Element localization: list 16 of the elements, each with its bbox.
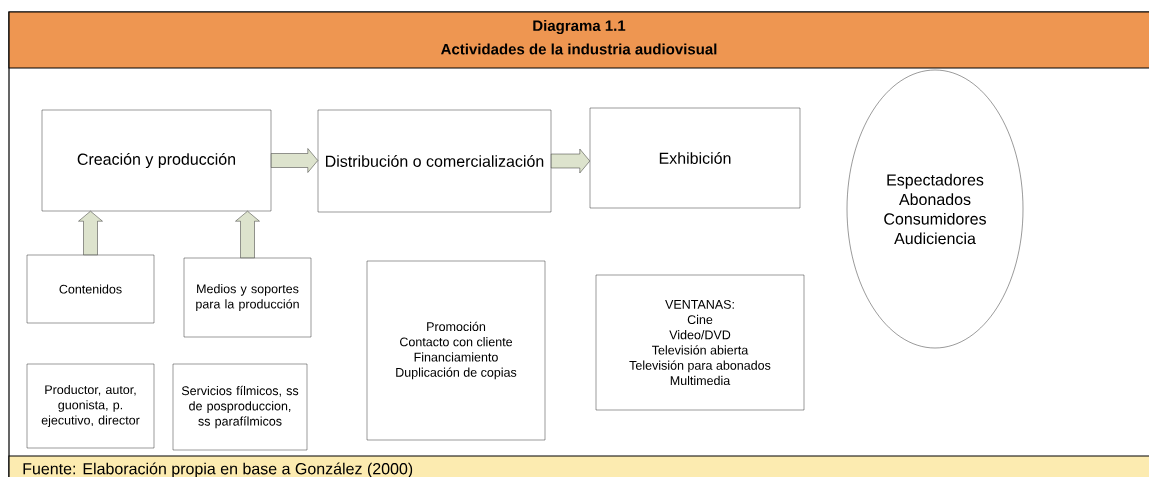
- process-box: Distribución o comercialización: [317, 109, 552, 213]
- block-arrow: [551, 148, 590, 174]
- process-box: Productor, autor, guonista, p. ejecutivo, director: [26, 363, 155, 449]
- block-arrow: [271, 148, 318, 173]
- block-arrow: [235, 211, 260, 258]
- process-box: Promoción Contacto con cliente Financiamiento Duplicación de copias: [366, 260, 546, 441]
- process-box: Medios y soportes para la producción: [183, 257, 312, 338]
- process-box: Servicios fílmicos, ss de posproduccion, ss parafílmicos: [172, 363, 308, 451]
- subtitle: Actividades de la industria audiovisual: [441, 43, 717, 55]
- caption: Fuente: Elaboración propia en base a González (2000): [23, 462, 413, 477]
- process-box: Creación y producción: [41, 109, 272, 212]
- process-box: Contenidos: [26, 254, 155, 324]
- block-arrow: [78, 211, 103, 255]
- process-box: VENTANAS: Cine Video/DVD Televisión abierta Televisión para abonados Multimedia: [595, 274, 805, 411]
- process-box: Exhibición: [589, 107, 801, 209]
- title: Diagrama 1.1: [533, 20, 626, 35]
